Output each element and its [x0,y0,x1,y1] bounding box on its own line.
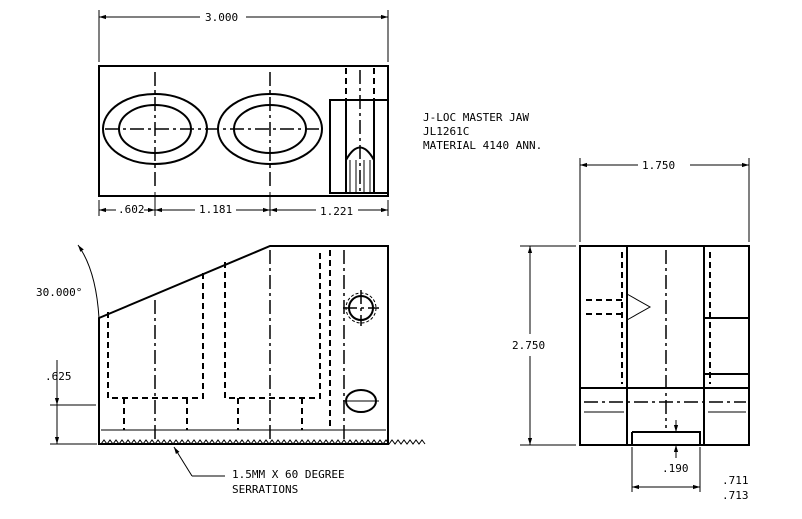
dim-slot-depth: .190 [662,420,689,475]
dim-label-hole2: 1.221 [320,205,353,218]
serrations-line1: 1.5MM X 60 DEGREE [232,468,345,481]
dim-label-slot-width-max: .713 [722,489,749,502]
dim-label-side-width: 1.750 [642,159,675,172]
dim-label-slot-depth: .190 [662,462,689,475]
serrations-note: 1.5MM X 60 DEGREE SERRATIONS [173,446,345,496]
serrations [100,439,426,445]
dim-overall-width: 3.000 [98,10,389,62]
slotted-hole [343,389,379,413]
serrations-line2: SERRATIONS [232,483,298,496]
top-view [98,65,389,197]
dim-angle: 30.000° [36,244,100,319]
dim-hole-positions: .602 1.181 1.221 [98,192,389,218]
dim-slot-width: .711 .713 [631,447,749,502]
dim-front-height: .625 [45,360,97,445]
title-note: J-LOC MASTER JAW JL1261C MATERIAL 4140 A… [423,111,542,152]
material-note: MATERIAL 4140 ANN. [423,139,542,152]
dim-label-hole1: .602 [118,203,145,216]
dim-side-height: 2.750 [512,245,576,446]
dim-label-slot-width-min: .711 [722,474,749,487]
dim-side-width: 1.750 [579,158,750,242]
dim-label-angle: 30.000° [36,286,82,299]
part-number: JL1261C [423,125,469,138]
side-view [579,245,750,446]
dim-label-hole-spacing: 1.181 [199,203,232,216]
dim-label-side-height: 2.750 [512,339,545,352]
front-view [98,245,426,445]
part-name: J-LOC MASTER JAW [423,111,529,124]
tapped-hole [343,290,379,326]
dim-label-front-height: .625 [45,370,72,383]
dim-label-overall-width: 3.000 [205,11,238,24]
